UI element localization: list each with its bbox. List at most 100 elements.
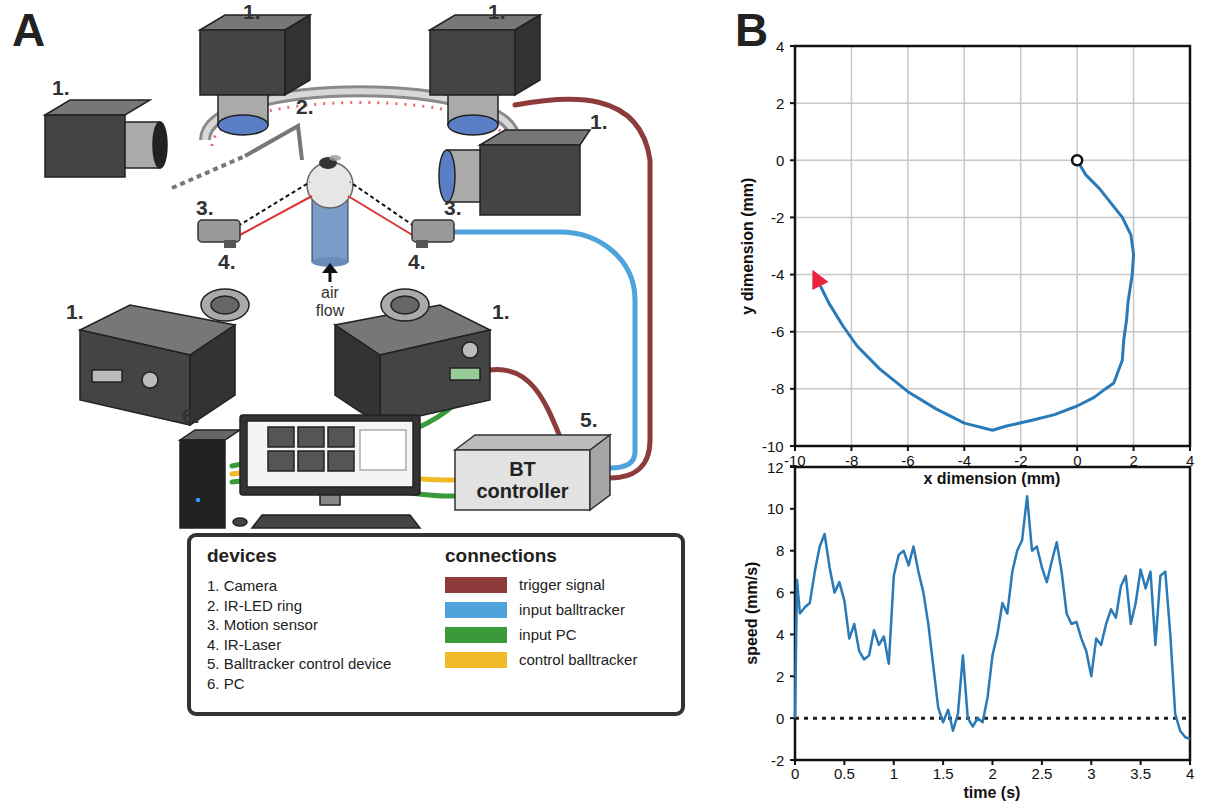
grid-line [795, 388, 1190, 390]
tick-label: -6 [771, 323, 784, 340]
bottom-cameras [80, 289, 490, 425]
tick-label: -10 [762, 438, 784, 455]
tick-mark [1041, 760, 1043, 765]
tick-mark [942, 760, 944, 765]
legend-heading: connections [445, 545, 557, 567]
tick-mark [907, 446, 909, 451]
tick-mark [790, 102, 795, 104]
tick-mark [963, 446, 965, 451]
tick-label: 12 [767, 459, 784, 476]
legend-swatch [445, 652, 507, 668]
controller-box: BT controller [455, 450, 590, 510]
tick-label: 2 [776, 95, 784, 112]
tick-label: 10 [767, 500, 784, 517]
panel-letter: B [735, 4, 768, 57]
device-item: 3. Motion sensor [207, 616, 318, 633]
tick-mark [1076, 446, 1078, 451]
tick-mark [1189, 446, 1191, 451]
tick-label: 1.5 [933, 765, 954, 782]
device-item: 6. PC [207, 675, 245, 692]
tick-mark [1090, 760, 1092, 765]
tick-label: 0 [1073, 452, 1081, 469]
axis-title: time (s) [964, 784, 1021, 802]
tick-mark [1189, 760, 1191, 765]
legend-text: control balltracker [519, 651, 637, 668]
ball-holder [172, 126, 353, 267]
panel-letter: A [12, 4, 45, 57]
tick-label: -2 [771, 209, 784, 226]
tick-label: -4 [958, 452, 971, 469]
tick-mark [790, 159, 795, 161]
tick-label: 0 [791, 765, 799, 782]
callout-number: 1. [66, 300, 84, 324]
legend-swatch [445, 577, 507, 593]
tick-label: -4 [771, 266, 784, 283]
device-item: 1. Camera [207, 577, 277, 594]
tick-mark [790, 331, 795, 333]
motion-sensors [198, 182, 454, 248]
legend-panel: devices1. Camera2. IR-LED ring3. Motion … [187, 533, 685, 716]
tick-label: 2.5 [1031, 765, 1052, 782]
callout-number: 5. [580, 408, 598, 432]
tick-label: 8 [776, 542, 784, 559]
plot-frame [795, 467, 1190, 760]
zero-line [795, 717, 1190, 720]
tick-label: 4 [1186, 765, 1194, 782]
tick-label: -2 [771, 752, 784, 769]
grid-line [795, 217, 1190, 219]
tick-label: 4 [776, 38, 784, 55]
device-item: 4. IR-Laser [207, 636, 281, 653]
speed-line [795, 496, 1190, 739]
tick-mark [790, 45, 795, 47]
grid-line [907, 46, 909, 446]
tick-mark [1020, 446, 1022, 451]
tick-mark [790, 592, 795, 594]
flow-label: air flow [306, 284, 354, 321]
tick-label: -10 [784, 452, 806, 469]
tick-label: 2 [1130, 452, 1138, 469]
tick-mark [790, 675, 795, 677]
grid-line [1020, 46, 1022, 446]
callout-number: 1. [243, 0, 261, 24]
tick-label: -8 [771, 380, 784, 397]
axis-title: x dimension (mm) [924, 470, 1061, 488]
start-marker [1072, 155, 1082, 165]
callout-number: 1. [492, 300, 510, 324]
controller-housing [455, 435, 610, 510]
tick-label: 1 [890, 765, 898, 782]
tick-label: 3 [1087, 765, 1095, 782]
tick-mark [843, 760, 845, 765]
callout-number: 1. [590, 110, 608, 134]
tick-mark [992, 760, 994, 765]
pc [180, 415, 420, 528]
callout-number: 1. [488, 0, 506, 24]
side-cameras [45, 100, 590, 215]
tick-mark [1140, 760, 1142, 765]
legend-swatch [445, 627, 507, 643]
tick-label: 4 [776, 626, 784, 643]
callout-number: 4. [408, 250, 426, 274]
top-cameras [200, 15, 540, 135]
tick-mark [790, 445, 795, 447]
tick-label: 0.5 [834, 765, 855, 782]
plot-frame [795, 46, 1190, 446]
legend-text: input balltracker [519, 601, 625, 618]
legend-swatch [445, 602, 507, 618]
callout-number: 3. [196, 196, 214, 220]
tick-mark [790, 550, 795, 552]
callout-number: 1. [52, 76, 70, 100]
tick-label: 2 [776, 668, 784, 685]
controller-label: BT controller [468, 458, 578, 502]
tick-mark [790, 633, 795, 635]
callout-number: 3. [444, 196, 462, 220]
grid-line [851, 46, 853, 446]
tick-mark [1133, 446, 1135, 451]
tick-mark [850, 446, 852, 451]
legend-text: input PC [519, 626, 577, 643]
ir-led-ring [205, 91, 515, 146]
tick-label: 4 [1186, 452, 1194, 469]
callout-number: 4. [218, 250, 236, 274]
legend-text: trigger signal [519, 576, 605, 593]
wires [232, 99, 650, 496]
tick-mark [893, 760, 895, 765]
